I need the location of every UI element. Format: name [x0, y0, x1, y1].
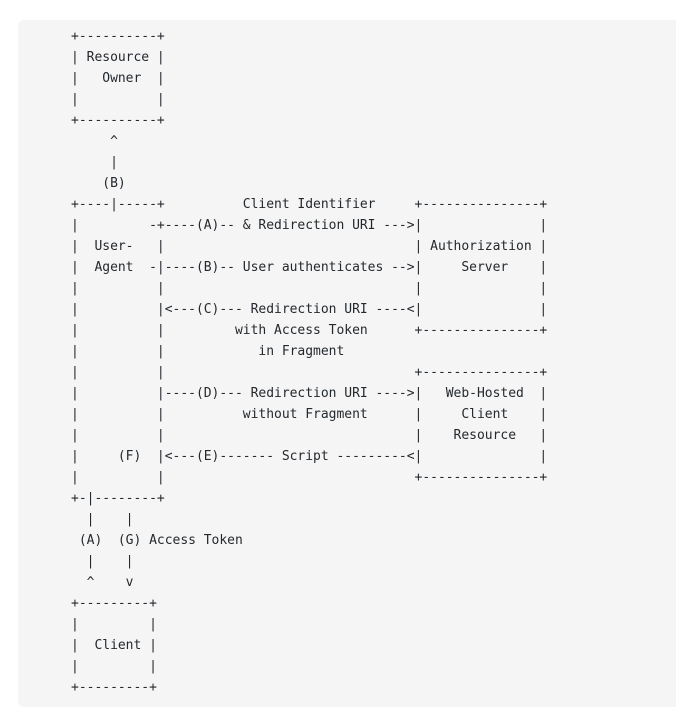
oauth-implicit-grant-ascii-diagram: +----------+ | Resource | | Owner | | | …	[71, 29, 548, 695]
ascii-content-panel: +----------+ | Resource | | Owner | | | …	[18, 20, 676, 707]
